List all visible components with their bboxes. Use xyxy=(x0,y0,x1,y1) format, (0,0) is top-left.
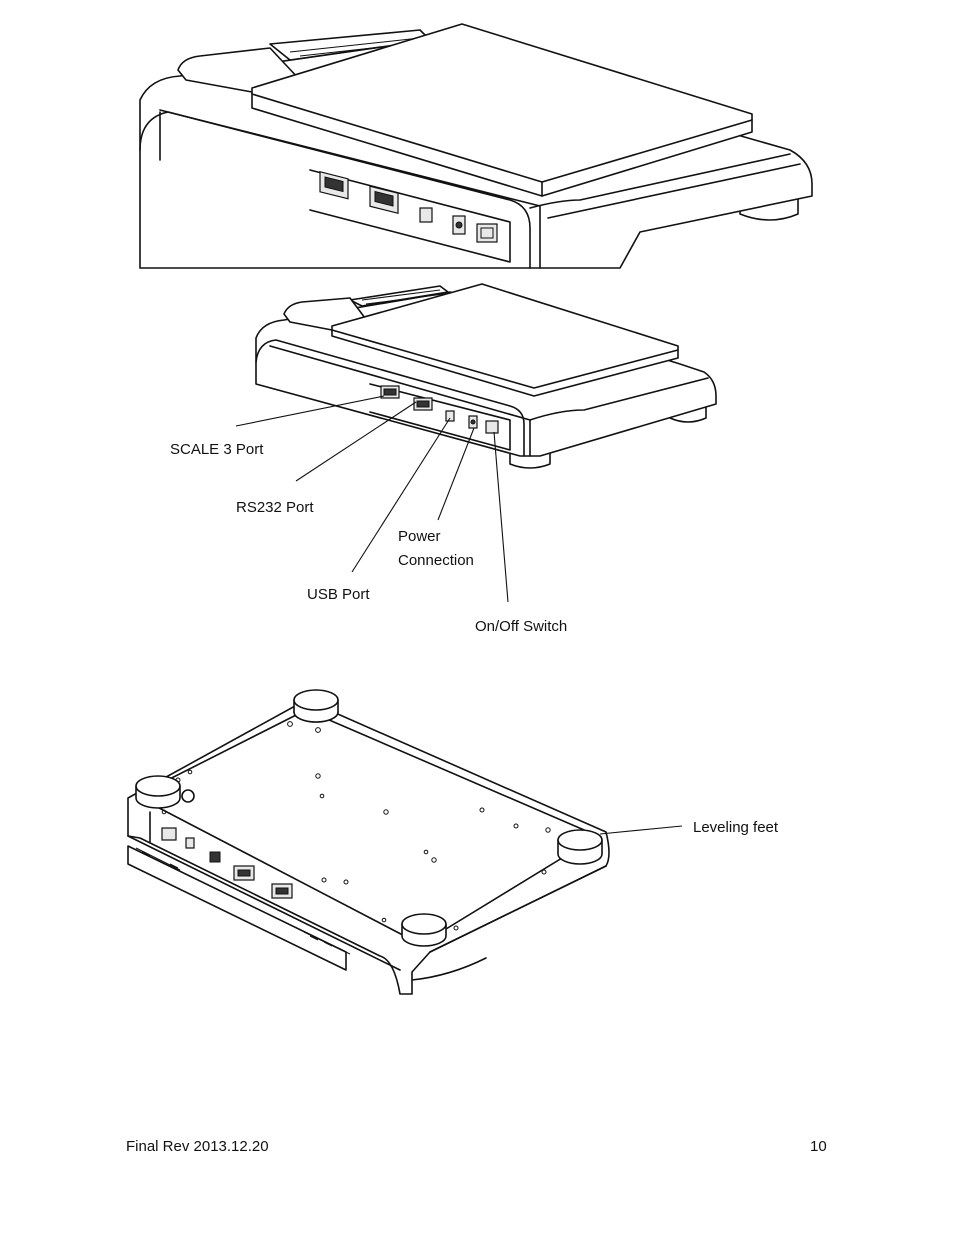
callout-onoff-switch: On/Off Switch xyxy=(475,618,568,635)
scale-ports-diagram xyxy=(235,283,717,603)
callout-power-connection-line1: Power xyxy=(398,528,441,545)
scale-underside-illustration xyxy=(127,689,683,995)
callout-leveling-feet: Leveling feet xyxy=(693,819,779,836)
callout-rs232-port: RS232 Port xyxy=(236,499,314,516)
callout-scale3-port: SCALE 3 Port xyxy=(170,441,264,458)
callout-power-connection-line2: Connection xyxy=(398,552,474,569)
footer-page-number: 10 xyxy=(810,1138,827,1155)
scale-rear-closeup-illustration xyxy=(139,23,813,269)
footer-revision: Final Rev 2013.12.20 xyxy=(126,1138,269,1155)
callout-usb-port: USB Port xyxy=(307,586,370,603)
